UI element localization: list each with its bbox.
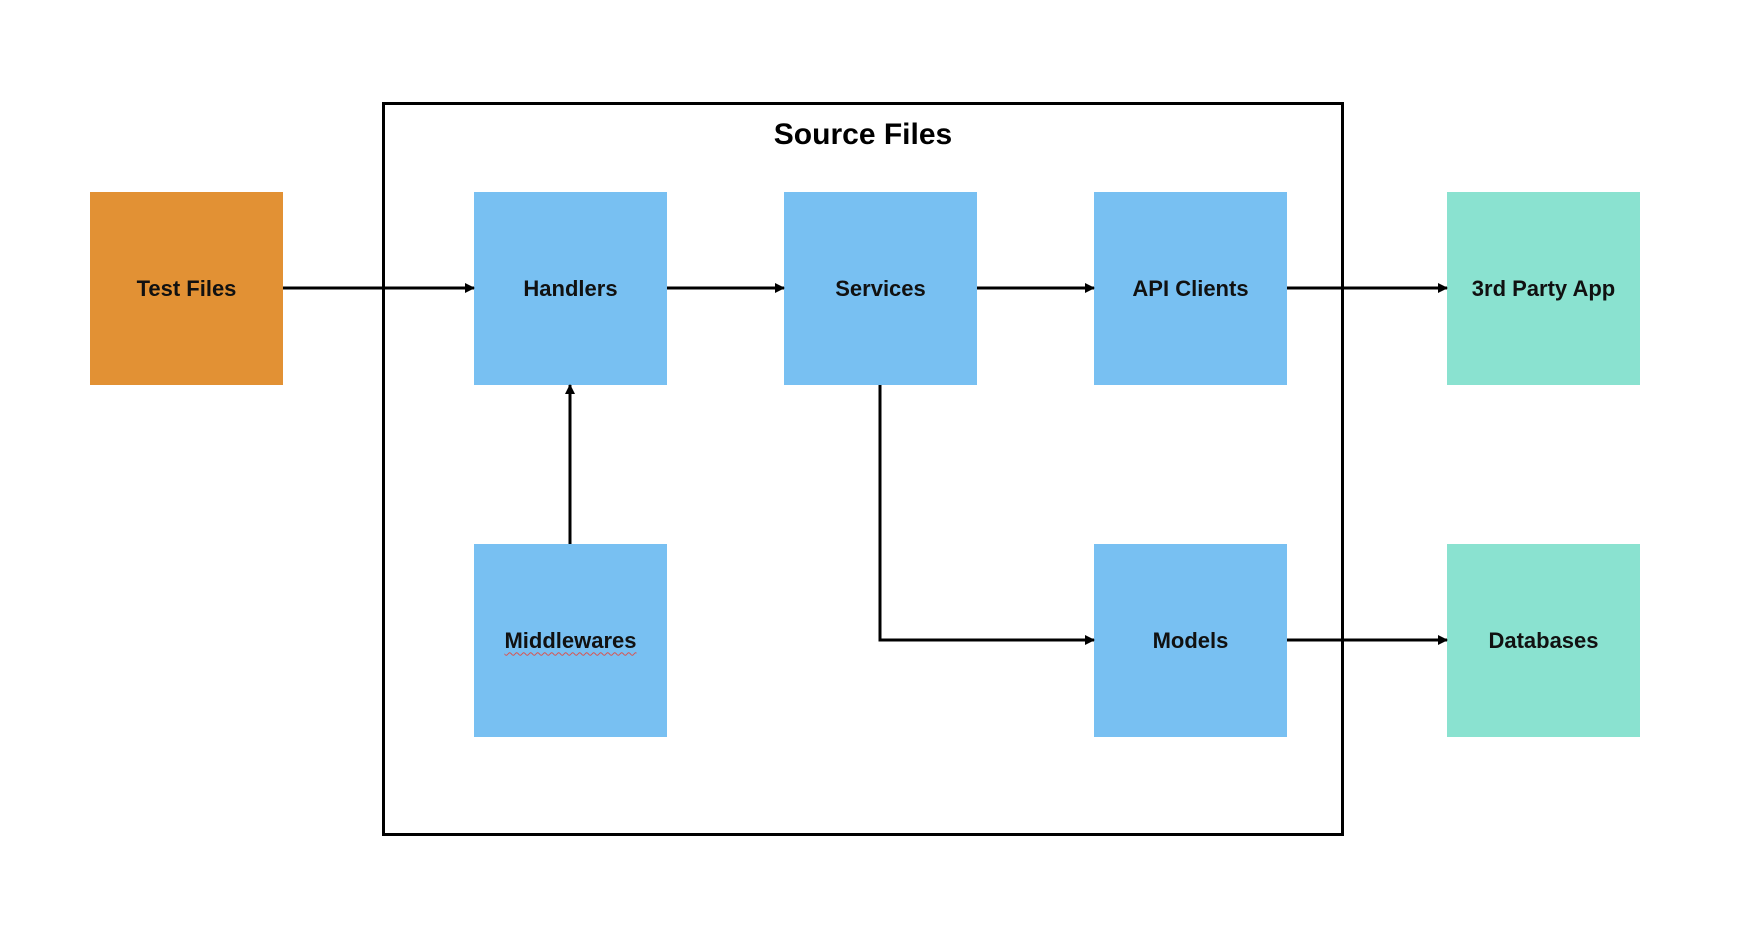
api-clients-node: API Clients	[1094, 192, 1287, 385]
api-clients-label: API Clients	[1132, 275, 1249, 301]
test-files-node: Test Files	[90, 192, 283, 385]
models-label: Models	[1152, 627, 1229, 653]
source-files-container	[382, 102, 1344, 836]
test-files-label: Test Files	[136, 275, 237, 301]
third-party-app-label: 3rd Party App	[1471, 275, 1616, 301]
databases-label: Databases	[1488, 627, 1599, 653]
handlers-label: Handlers	[523, 275, 618, 301]
middlewares-node: Middlewares	[474, 544, 667, 737]
handlers-node: Handlers	[474, 192, 667, 385]
third-party-app-node: 3rd Party App	[1447, 192, 1640, 385]
services-node: Services	[784, 192, 977, 385]
middlewares-label: Middlewares	[504, 627, 637, 653]
source-files-title: Source Files	[773, 118, 953, 151]
models-node: Models	[1094, 544, 1287, 737]
services-label: Services	[835, 275, 926, 301]
databases-node: Databases	[1447, 544, 1640, 737]
